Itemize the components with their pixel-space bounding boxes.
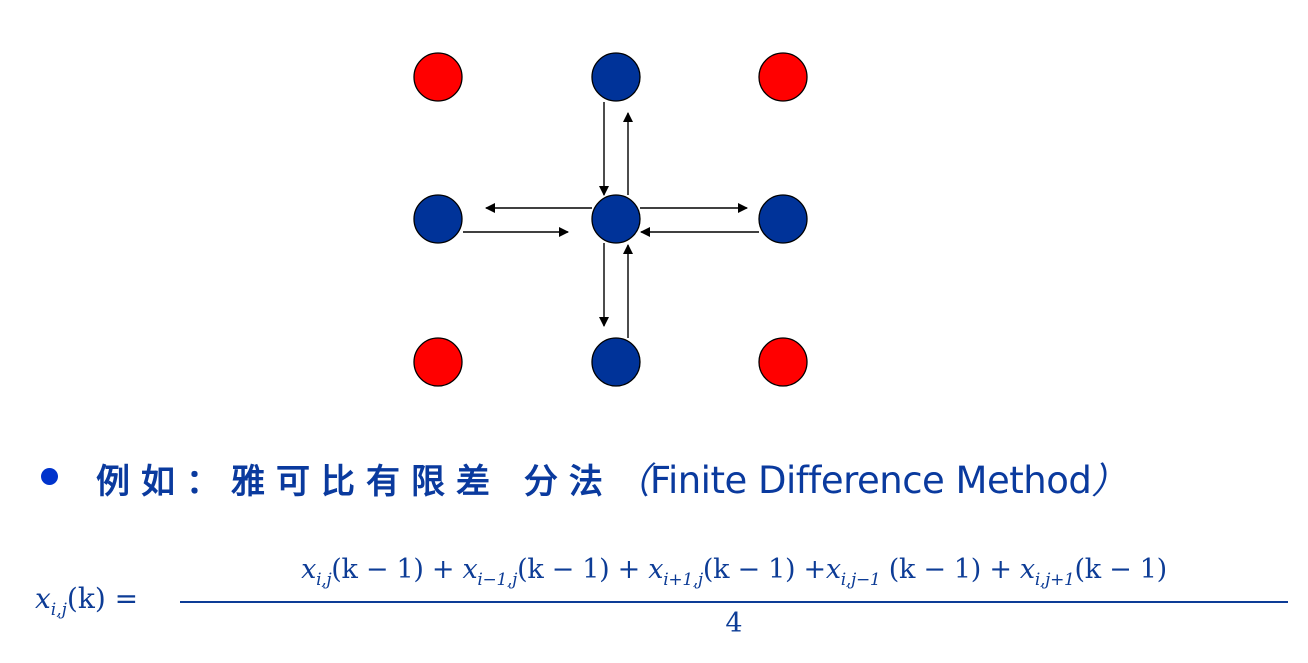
term-subscript: i−1,j <box>477 570 518 590</box>
heading-paren-close: ） <box>1091 461 1128 502</box>
term-argument: (k − 1) <box>1074 554 1168 585</box>
node-top-left <box>413 52 463 102</box>
node-center <box>591 194 641 244</box>
nodes <box>413 52 808 387</box>
node-top <box>591 52 641 102</box>
term-variable: x <box>825 554 841 585</box>
term-variable: x <box>1019 554 1035 585</box>
equation-denominator: 4 <box>725 608 743 639</box>
equation-lhs: xi,j(k) = <box>35 582 138 620</box>
node-top-right <box>758 52 808 102</box>
jacobi-update-equation: xi,j(k) = xi,j(k − 1) + xi−1,j(k − 1) + … <box>0 548 1308 658</box>
bullet-heading: 例如：雅可比有限差 分法（Finite Difference Method） <box>96 452 1127 504</box>
term-variable: x <box>462 554 478 585</box>
term-subscript: i,j <box>316 570 332 590</box>
fraction-bar <box>180 601 1288 603</box>
term-argument: (k − 1) + <box>517 554 649 585</box>
heading-paren-open: （ <box>613 461 650 502</box>
term-subscript: i,j+1 <box>1034 570 1075 590</box>
term-variable: x <box>648 554 664 585</box>
term-variable: x <box>301 554 317 585</box>
arrows <box>463 102 759 338</box>
lhs-variable: x <box>35 582 51 615</box>
lhs-argument: (k) = <box>66 582 139 615</box>
term-argument: (k − 1) + <box>880 554 1020 585</box>
term-argument: (k − 1) + <box>702 554 826 585</box>
bullet-point-icon <box>41 468 58 485</box>
heading-chinese-text: 例如：雅可比有限差 分法 <box>96 462 614 502</box>
node-bottom <box>591 337 641 387</box>
node-left <box>413 194 463 244</box>
node-right <box>758 194 808 244</box>
node-bottom-right <box>758 337 808 387</box>
term-subscript: i,j−1 <box>840 570 881 590</box>
heading-english-text: Finite Difference Method <box>649 459 1092 502</box>
node-bottom-left <box>413 337 463 387</box>
term-subscript: i+1,j <box>663 570 703 590</box>
equation-numerator: xi,j(k − 1) + xi−1,j(k − 1) + xi+1,j(k −… <box>180 554 1288 590</box>
term-argument: (k − 1) + <box>331 554 463 585</box>
stencil-diagram <box>413 52 808 387</box>
lhs-subscript: i,j <box>50 600 67 620</box>
